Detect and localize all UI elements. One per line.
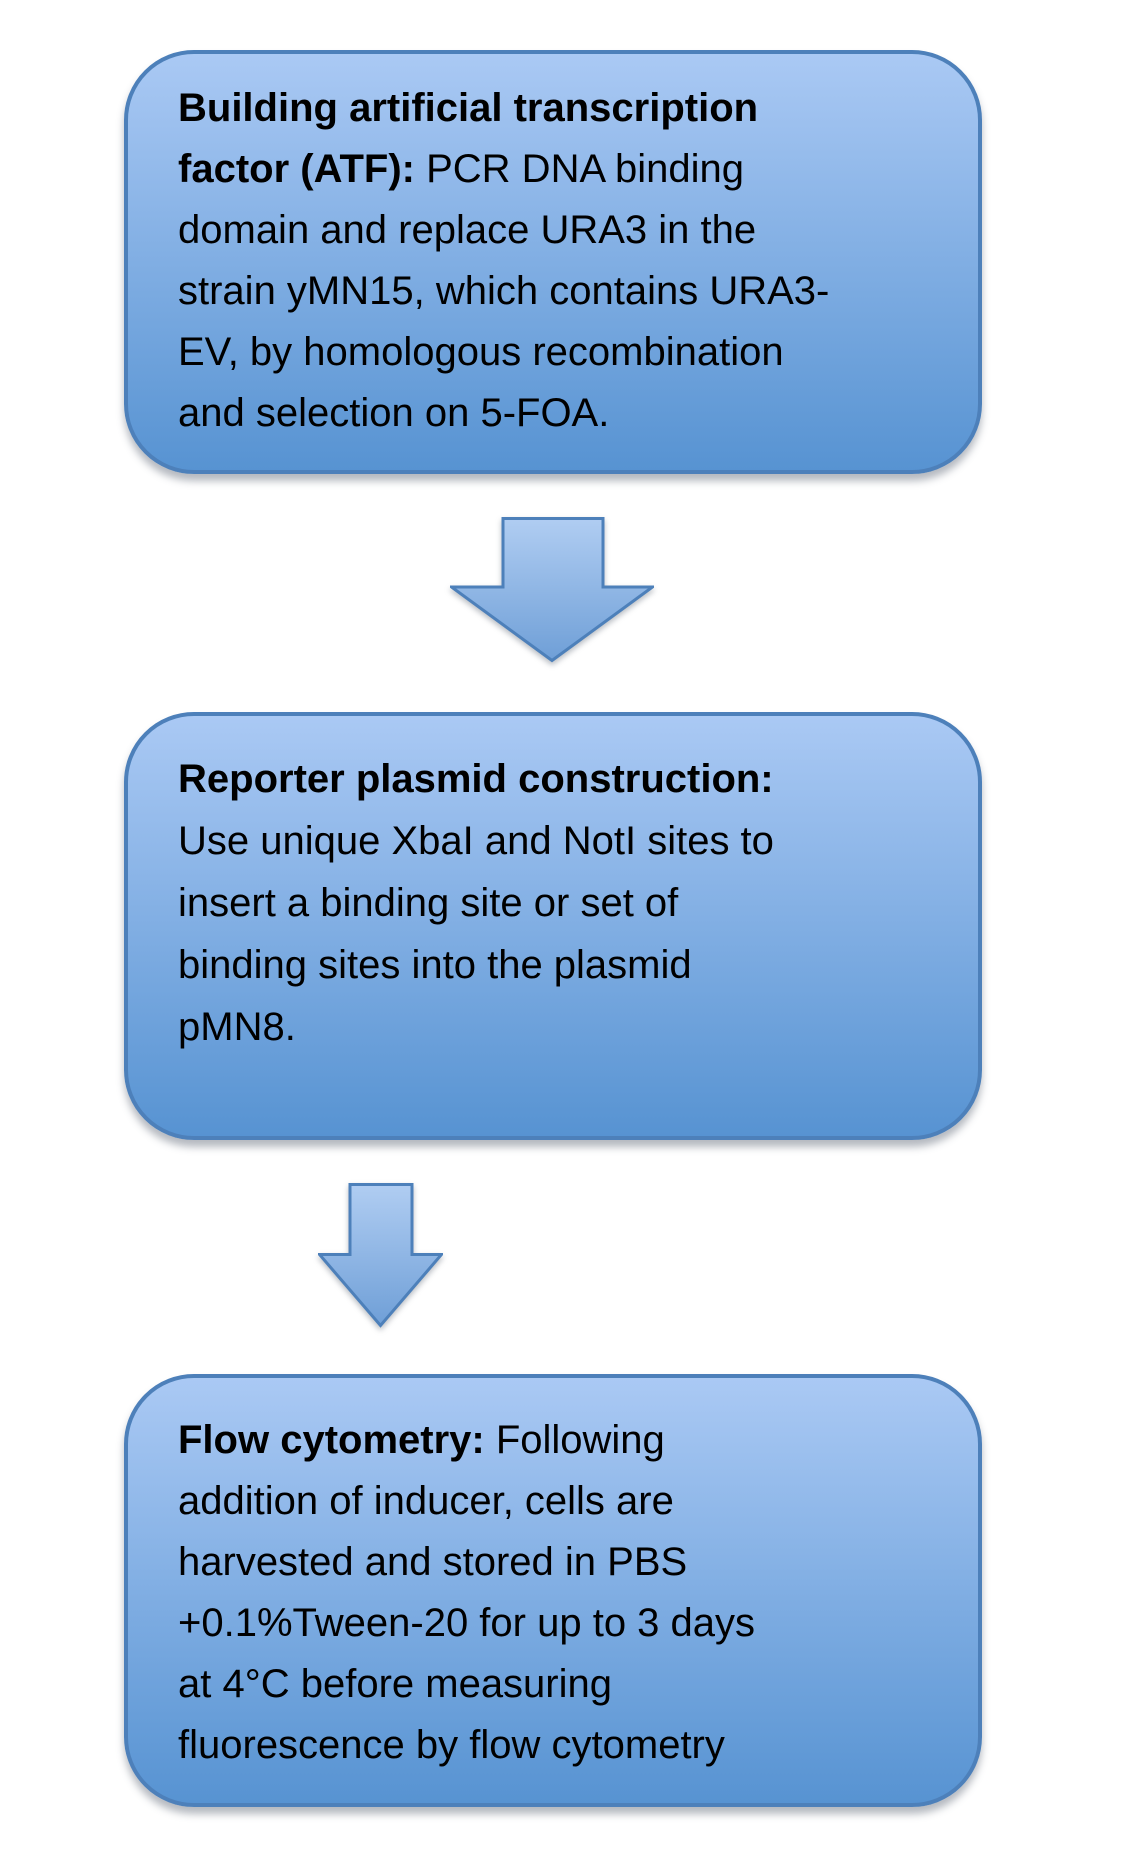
text-line: fluorescence by flow cytometry	[178, 1715, 930, 1776]
regular-run: insert a binding site or set of	[178, 881, 679, 925]
bold-run: Building artificial transcription	[178, 86, 759, 130]
regular-run: Use unique XbaI and NotI sites to	[178, 819, 774, 863]
regular-run: pMN8.	[178, 1005, 296, 1049]
text-line: addition of inducer, cells are	[178, 1471, 930, 1532]
text-line: harvested and stored in PBS	[178, 1532, 930, 1593]
regular-run: fluorescence by flow cytometry	[178, 1723, 725, 1767]
down-arrow-icon	[450, 517, 654, 663]
text-line: strain yMN15, which contains URA3-	[178, 261, 930, 322]
down-arrow-icon	[318, 1183, 443, 1328]
text-line: pMN8.	[178, 996, 930, 1058]
regular-run: Following	[484, 1418, 665, 1462]
text-line: at 4°C before measuring	[178, 1654, 930, 1715]
text-line: Reporter plasmid construction:	[178, 748, 930, 810]
regular-run: addition of inducer, cells are	[178, 1479, 674, 1523]
text-line: EV, by homologous recombination	[178, 322, 930, 383]
text-line: factor (ATF): PCR DNA binding	[178, 139, 930, 200]
regular-run: binding sites into the plasmid	[178, 943, 692, 987]
text-line: Building artificial transcription	[178, 78, 930, 139]
bold-run: Reporter plasmid construction:	[178, 757, 774, 801]
text-line: domain and replace URA3 in the	[178, 200, 930, 261]
regular-run: harvested and stored in PBS	[178, 1540, 688, 1584]
text-line: Flow cytometry: Following	[178, 1410, 930, 1471]
flow-step-box-reporter-plasmid: Reporter plasmid construction: Use unique…	[124, 712, 982, 1140]
flow-step-box-flow-cytometry: Flow cytometry: Following addition of ind…	[124, 1374, 982, 1807]
text-line: and selection on 5-FOA.	[178, 383, 930, 444]
text-line: insert a binding site or set of	[178, 872, 930, 934]
regular-run: at 4°C before measuring	[178, 1662, 613, 1706]
regular-run: domain and replace URA3 in the	[178, 208, 757, 252]
text-line: Use unique XbaI and NotI sites to	[178, 810, 930, 872]
text-line: binding sites into the plasmid	[178, 934, 930, 996]
regular-run: PCR DNA binding	[415, 147, 745, 191]
text-line: +0.1%Tween-20 for up to 3 days	[178, 1593, 930, 1654]
bold-run: Flow cytometry:	[178, 1418, 485, 1462]
regular-run: and selection on 5-FOA.	[178, 391, 610, 435]
bold-run: factor (ATF):	[178, 147, 415, 191]
regular-run: strain yMN15, which contains URA3-	[178, 269, 830, 313]
flow-step-box-build-atf: Building artificial transcription factor …	[124, 50, 982, 474]
regular-run: EV, by homologous recombination	[178, 330, 784, 374]
regular-run: +0.1%Tween-20 for up to 3 days	[178, 1601, 756, 1645]
